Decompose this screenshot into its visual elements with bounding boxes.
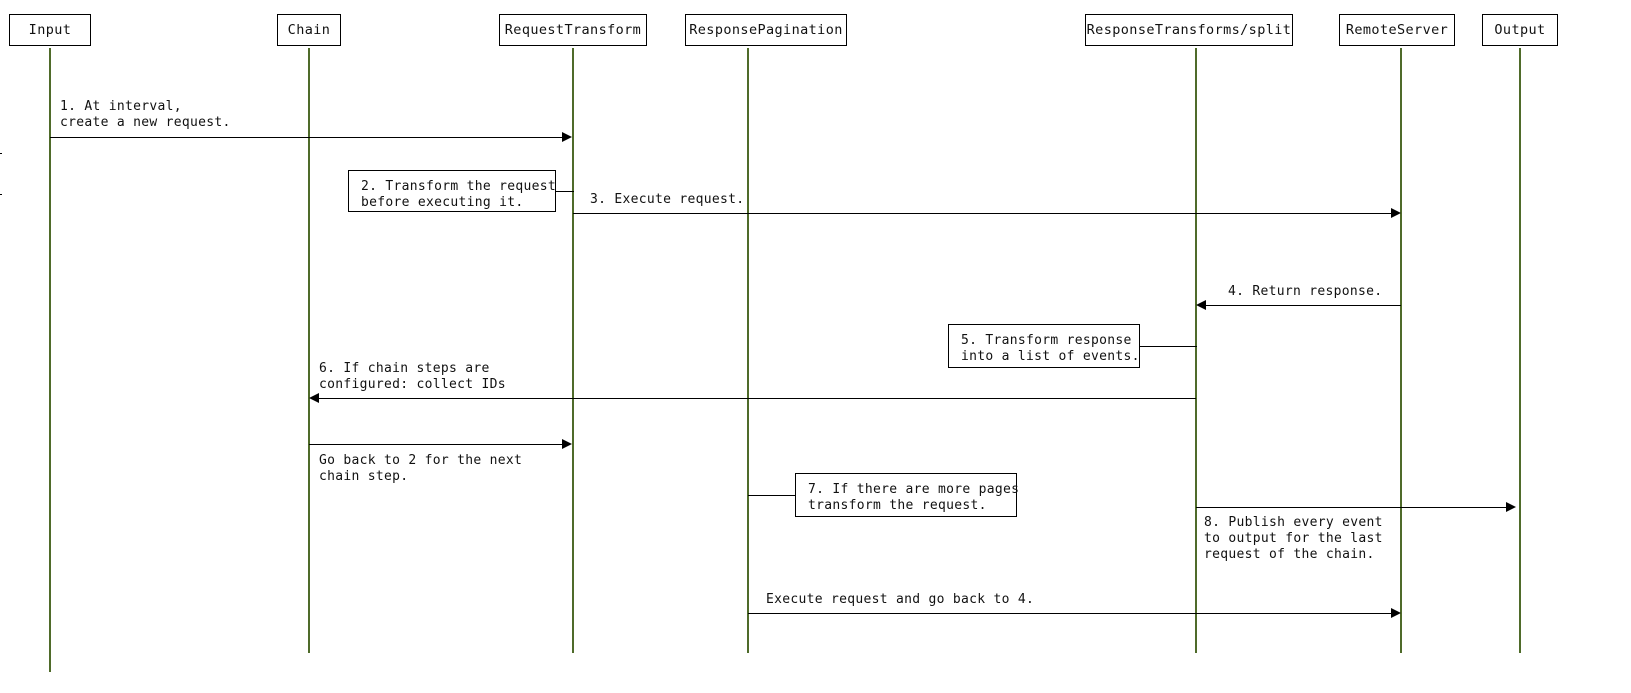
message-execute-go-back-4-line bbox=[748, 613, 1391, 615]
participant-response-transforms-split[interactable]: ResponseTransforms/split bbox=[1085, 14, 1293, 46]
message-4-line bbox=[1206, 305, 1401, 307]
message-1-label: 1. At interval, create a new request. bbox=[60, 99, 231, 130]
lifeline-output bbox=[1519, 48, 1521, 653]
participant-response-pagination[interactable]: ResponsePagination bbox=[685, 14, 847, 46]
lifeline-response-pagination bbox=[747, 48, 749, 653]
note-7-connector bbox=[748, 495, 796, 497]
message-8-arrowhead bbox=[1506, 502, 1516, 512]
message-execute-go-back-4-arrowhead bbox=[1391, 608, 1401, 618]
note-7: 7. If there are more pages transform the… bbox=[795, 473, 1019, 517]
message-4-arrowhead bbox=[1196, 300, 1206, 310]
message-3-line bbox=[573, 213, 1391, 215]
participant-input[interactable]: Input bbox=[9, 14, 91, 46]
message-3-label: 3. Execute request. bbox=[590, 192, 745, 207]
message-3-arrowhead bbox=[1391, 208, 1401, 218]
note-5-connector bbox=[1139, 346, 1197, 348]
participant-remote-server[interactable]: RemoteServer bbox=[1339, 14, 1455, 46]
message-1-arrowhead bbox=[562, 132, 572, 142]
message-go-back-2-line bbox=[309, 444, 562, 446]
message-execute-go-back-4-label: Execute request and go back to 4. bbox=[766, 592, 1035, 607]
message-4-label: 4. Return response. bbox=[1228, 284, 1383, 299]
lifeline-chain bbox=[308, 48, 310, 653]
participant-chain[interactable]: Chain bbox=[277, 14, 341, 46]
note-2: 2. Transform the request before executin… bbox=[348, 170, 556, 212]
edge-artifact-mid bbox=[0, 194, 2, 195]
note-5: 5. Transform response into a list of eve… bbox=[948, 324, 1140, 368]
lifeline-response-transforms-split bbox=[1195, 48, 1197, 653]
participant-output[interactable]: Output bbox=[1482, 14, 1558, 46]
message-6-arrowhead bbox=[309, 393, 319, 403]
message-1-line bbox=[50, 137, 562, 139]
lifeline-input bbox=[49, 48, 51, 672]
participant-request-transform[interactable]: RequestTransform bbox=[499, 14, 647, 46]
note-2-connector bbox=[555, 191, 574, 193]
message-6-label: 6. If chain steps are configured: collec… bbox=[319, 361, 506, 392]
message-6-line bbox=[319, 398, 1196, 400]
lifeline-remote-server bbox=[1400, 48, 1402, 653]
edge-artifact-top bbox=[0, 153, 2, 154]
message-8-line bbox=[1196, 507, 1506, 509]
message-8-label: 8. Publish every event to output for the… bbox=[1204, 515, 1383, 562]
message-go-back-2-label: Go back to 2 for the next chain step. bbox=[319, 453, 523, 484]
message-go-back-2-arrowhead bbox=[562, 439, 572, 449]
lifeline-request-transform bbox=[572, 48, 574, 653]
